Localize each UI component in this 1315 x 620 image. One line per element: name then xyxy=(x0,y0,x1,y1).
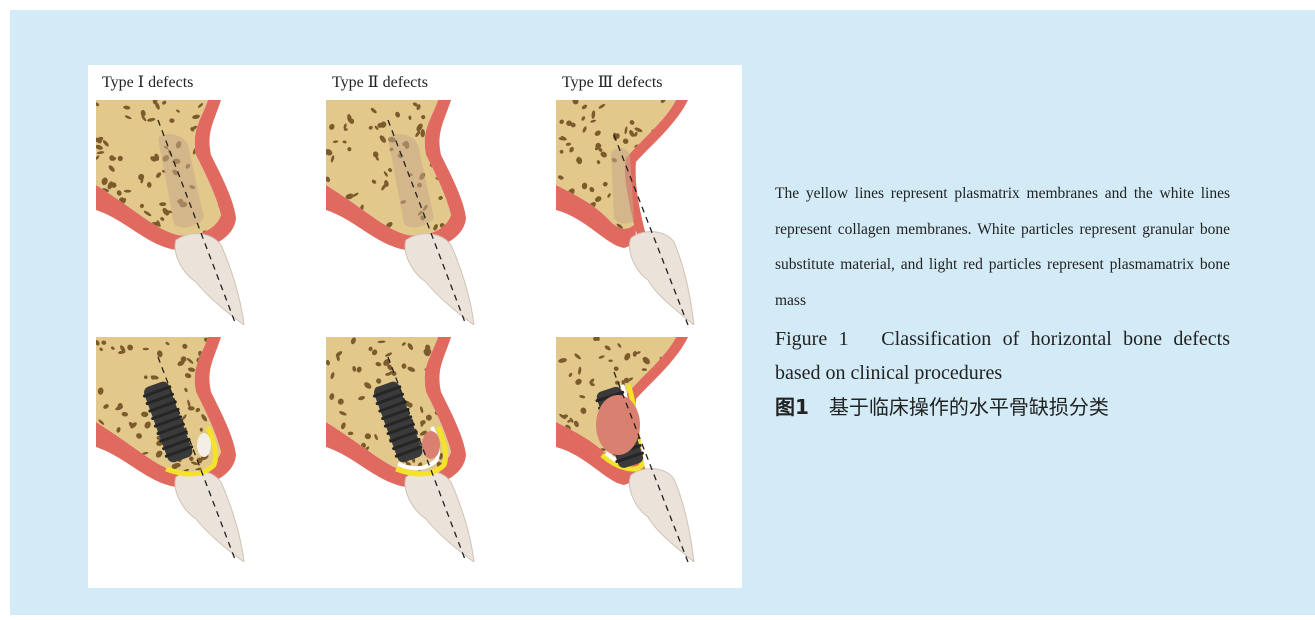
bone-pore xyxy=(646,397,654,404)
bone-pore xyxy=(656,376,663,383)
bone-pore xyxy=(659,438,662,442)
figure-caption: The yellow lines represent plasmatrix me… xyxy=(775,176,1230,424)
bone-pore xyxy=(665,135,672,143)
tooth-crown xyxy=(175,234,244,325)
bone-pore xyxy=(326,449,331,455)
bone-pore xyxy=(636,402,641,407)
tooth-crown xyxy=(175,471,244,562)
bone-pore xyxy=(636,182,644,190)
bone-pore xyxy=(674,192,682,200)
bone-pore xyxy=(445,353,450,362)
bone-pore xyxy=(566,226,573,232)
bone-pore xyxy=(677,418,682,423)
bone-pore xyxy=(439,376,446,386)
bone-pore xyxy=(645,196,650,204)
bone-pore xyxy=(591,231,594,236)
bone-pore xyxy=(676,177,683,183)
bone-pore xyxy=(212,132,219,139)
bone-pore xyxy=(110,460,117,467)
bone-pore xyxy=(102,229,108,237)
tooth-crown xyxy=(405,471,474,562)
bone-pore xyxy=(666,203,671,208)
type1-treatment-illustration xyxy=(96,337,256,562)
bone-pore xyxy=(188,406,195,410)
type2-label: Type Ⅱ defects xyxy=(332,72,428,92)
bone-pore xyxy=(575,465,582,472)
bone-pore xyxy=(218,349,223,357)
bone-pore xyxy=(643,205,650,211)
bone-pore xyxy=(648,407,657,415)
type1-defect-illustration xyxy=(96,100,256,325)
bone-pore xyxy=(663,466,671,471)
bone-pore xyxy=(661,427,667,433)
bone-pore xyxy=(420,129,425,137)
granular-bone-substitute xyxy=(197,433,211,457)
bone-pore xyxy=(649,395,657,405)
bone-pore xyxy=(668,399,676,404)
bone-pore xyxy=(664,430,670,439)
tooth-crown xyxy=(630,232,694,325)
bone-pore xyxy=(667,133,675,138)
type2-treatment-illustration xyxy=(326,337,486,562)
bone-pore xyxy=(664,427,674,436)
bone-pore xyxy=(335,220,344,229)
bone-pore xyxy=(653,166,659,174)
bone-pore xyxy=(674,418,677,426)
type2-defect-illustration xyxy=(326,100,486,325)
figure-text-zh: 基于临床操作的水平骨缺损分类 xyxy=(829,395,1109,419)
figure-number-zh: 图1 xyxy=(775,395,809,419)
bone-pore xyxy=(665,143,669,151)
type3-label: Type Ⅲ defects xyxy=(562,72,663,92)
bone-pore xyxy=(672,452,680,459)
bone-pore xyxy=(664,197,670,203)
figure-title-en: Figure 1 Classification of horizontal bo… xyxy=(775,322,1230,390)
figure-title-zh: 图1 基于临床操作的水平骨缺损分类 xyxy=(775,390,1230,424)
bone-pore xyxy=(657,393,663,399)
bone-pore xyxy=(581,468,588,475)
type1-label: Type Ⅰ defects xyxy=(102,72,193,92)
bone-pore xyxy=(677,460,682,469)
type3-treatment-illustration xyxy=(556,337,716,562)
bone-pore xyxy=(676,409,685,416)
tooth-crown xyxy=(405,234,474,325)
tooth-crown xyxy=(630,469,694,562)
bone-pore xyxy=(662,430,668,437)
bone-pore xyxy=(669,410,674,413)
bone-pore xyxy=(668,459,676,466)
bone-pore xyxy=(676,122,680,126)
bone-pore xyxy=(659,228,666,233)
legend-note: The yellow lines represent plasmatrix me… xyxy=(775,176,1230,318)
bone-pore xyxy=(648,407,656,415)
type3-defect-illustration xyxy=(556,100,716,325)
bone-pore xyxy=(326,452,332,461)
bone-pore xyxy=(663,379,669,386)
bone-pore xyxy=(210,140,217,148)
bone-pore xyxy=(331,229,335,235)
plasmamatrix-bone-mass xyxy=(596,395,640,455)
